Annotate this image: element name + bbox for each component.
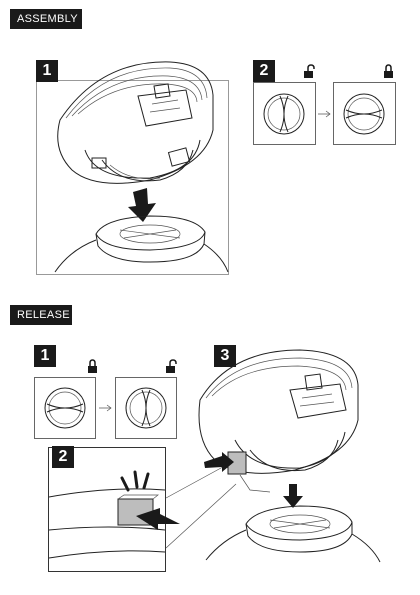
assembly-lock-icon: [384, 64, 393, 78]
assembly-base-plate: [54, 215, 229, 273]
release-section-label: RELEASE: [10, 305, 72, 325]
release-detector-housing: [198, 349, 359, 493]
assembly-unlock-icon: [304, 64, 315, 78]
assembly-knob-horizontal: [343, 93, 385, 135]
release-step1-badge: 1: [34, 345, 56, 367]
assembly-down-arrow: [128, 188, 156, 222]
assembly-detector-housing: [57, 61, 214, 184]
release-left-arrow: [204, 452, 234, 472]
release-step2-badge: 2: [52, 446, 74, 468]
assembly-step2-badge: 2: [253, 60, 275, 82]
assembly-section-label: ASSEMBLY: [10, 9, 82, 29]
release-callout-lines: [165, 461, 237, 549]
release-zoom-detail: [48, 470, 180, 559]
assembly-arrow-icon: [318, 110, 331, 118]
release-down-arrow: [283, 484, 303, 508]
release-base-plate: [205, 505, 381, 563]
release-knob-horizontal: [44, 387, 86, 429]
release-lock-icon: [88, 359, 97, 373]
release-knob-vertical: [125, 387, 167, 429]
assembly-step1-badge: 1: [36, 60, 58, 82]
release-arrow-icon: [99, 404, 112, 412]
release-step3-badge: 3: [214, 345, 236, 367]
release-unlock-icon: [166, 359, 177, 373]
assembly-knob-vertical: [263, 93, 305, 135]
